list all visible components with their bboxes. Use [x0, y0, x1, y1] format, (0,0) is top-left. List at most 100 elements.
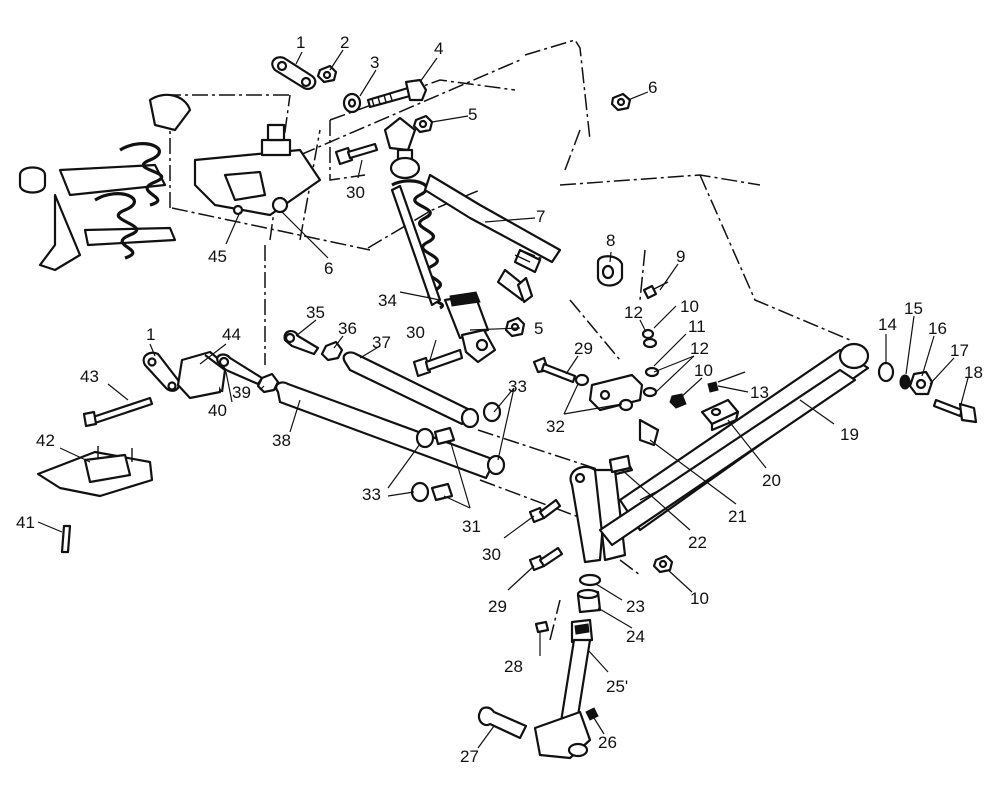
callout-34: 34	[378, 291, 397, 310]
block-20	[700, 398, 740, 432]
callout-1-lower: 1	[146, 325, 155, 344]
callout-6-right: 6	[648, 78, 657, 97]
callout-40: 40	[208, 401, 227, 420]
callout-9: 9	[676, 247, 685, 266]
nut-28	[534, 620, 550, 634]
shock-absorber-34	[383, 116, 497, 364]
grease-fitting-26	[585, 707, 599, 721]
callout-43: 43	[80, 367, 99, 386]
bolt-30-middle	[412, 348, 464, 378]
callout-26: 26	[598, 733, 617, 752]
callout-30-middle: 30	[406, 323, 425, 342]
nut-5-upper	[412, 114, 434, 134]
callout-10-mid: 10	[694, 361, 713, 380]
callout-3: 3	[370, 53, 379, 72]
nut-36	[320, 340, 344, 362]
callout-29-upper: 29	[574, 339, 593, 358]
callout-37: 37	[372, 333, 391, 352]
skid-plate-42	[36, 446, 154, 498]
washer-10-top	[641, 328, 655, 340]
radius-rod-38	[275, 381, 497, 480]
callout-12-top: 12	[624, 303, 643, 322]
washers-12	[642, 337, 660, 398]
callout-35: 35	[306, 303, 325, 322]
opposite-side-suspension	[18, 93, 192, 272]
nut-16	[908, 370, 934, 396]
washer-14	[877, 361, 895, 383]
callout-31: 31	[462, 517, 481, 536]
washer-15	[899, 374, 911, 390]
spindle-shaft-25	[533, 618, 594, 760]
callout-25: 25'	[606, 677, 628, 696]
pin-13	[707, 371, 746, 393]
sleeves-31	[430, 426, 456, 502]
callout-18: 18	[964, 363, 983, 382]
washers-32	[574, 373, 634, 412]
bushings-33	[410, 401, 506, 503]
nut-10-mid	[669, 393, 687, 409]
bolt-18	[932, 398, 978, 424]
callout-11: 11	[688, 317, 706, 336]
callout-38: 38	[272, 431, 291, 450]
bushing-24	[576, 588, 602, 614]
callout-10-top: 10	[680, 297, 699, 316]
bushing-22	[608, 454, 632, 474]
link-plate-top	[271, 56, 317, 90]
callout-2: 2	[340, 33, 349, 52]
bolt-30-upper	[334, 142, 379, 166]
mounting-bracket-45	[193, 123, 322, 217]
callout-44: 44	[222, 325, 241, 344]
callout-labels: 1 2 3 4 5 6 45 6 30 7 8 9 34 10 5 35 36 …	[16, 33, 983, 766]
spacer-tube-27	[477, 706, 528, 740]
callout-14: 14	[878, 315, 897, 334]
bolt-43	[82, 396, 154, 428]
reference-lines	[169, 39, 851, 641]
callout-8: 8	[606, 231, 615, 250]
callout-12-lower: 12	[690, 339, 709, 358]
callout-19: 19	[840, 425, 859, 444]
bracket-21	[638, 418, 660, 447]
bolt-29-upper	[532, 356, 577, 384]
link-plate-lower	[142, 351, 180, 392]
bolt-9	[642, 281, 669, 300]
bushing-8	[596, 255, 624, 287]
callout-27: 27	[460, 747, 479, 766]
callout-5-middle: 5	[534, 319, 543, 338]
callout-1-top: 1	[296, 33, 305, 52]
callout-42: 42	[36, 431, 55, 450]
callout-24: 24	[626, 627, 645, 646]
callout-29-lower: 29	[488, 597, 507, 616]
callout-39: 39	[232, 383, 251, 402]
callout-17: 17	[950, 341, 969, 360]
leader-lines	[37, 49, 969, 749]
callout-30-lower: 30	[482, 545, 501, 564]
callout-30-upper: 30	[346, 183, 365, 202]
nut-6-right	[610, 92, 632, 112]
callout-7: 7	[536, 207, 545, 226]
bolt-41	[60, 524, 72, 554]
nut-2	[316, 64, 338, 84]
callout-23: 23	[626, 597, 645, 616]
upper-frame-arm-7	[423, 173, 562, 304]
callout-13: 13	[750, 383, 769, 402]
callout-21: 21	[728, 507, 747, 526]
callout-15: 15	[904, 299, 923, 318]
rod-end-35	[283, 330, 320, 356]
callout-28: 28	[504, 657, 523, 676]
callout-10-lower: 10	[690, 589, 709, 608]
nut-10-lower	[652, 554, 674, 574]
bolt-4	[366, 78, 428, 109]
callout-45: 45	[208, 247, 227, 266]
washer-3	[342, 92, 362, 114]
callout-33-lower: 33	[362, 485, 381, 504]
bolt-30-lower	[528, 498, 562, 524]
callout-33-upper: 33	[508, 377, 527, 396]
spindle-assembly	[569, 456, 634, 564]
callout-4: 4	[434, 39, 443, 58]
callout-22: 22	[688, 533, 707, 552]
callout-41: 41	[16, 513, 35, 532]
callout-32: 32	[546, 417, 565, 436]
washer-23	[578, 573, 602, 587]
bolt-29-lower	[528, 546, 564, 572]
